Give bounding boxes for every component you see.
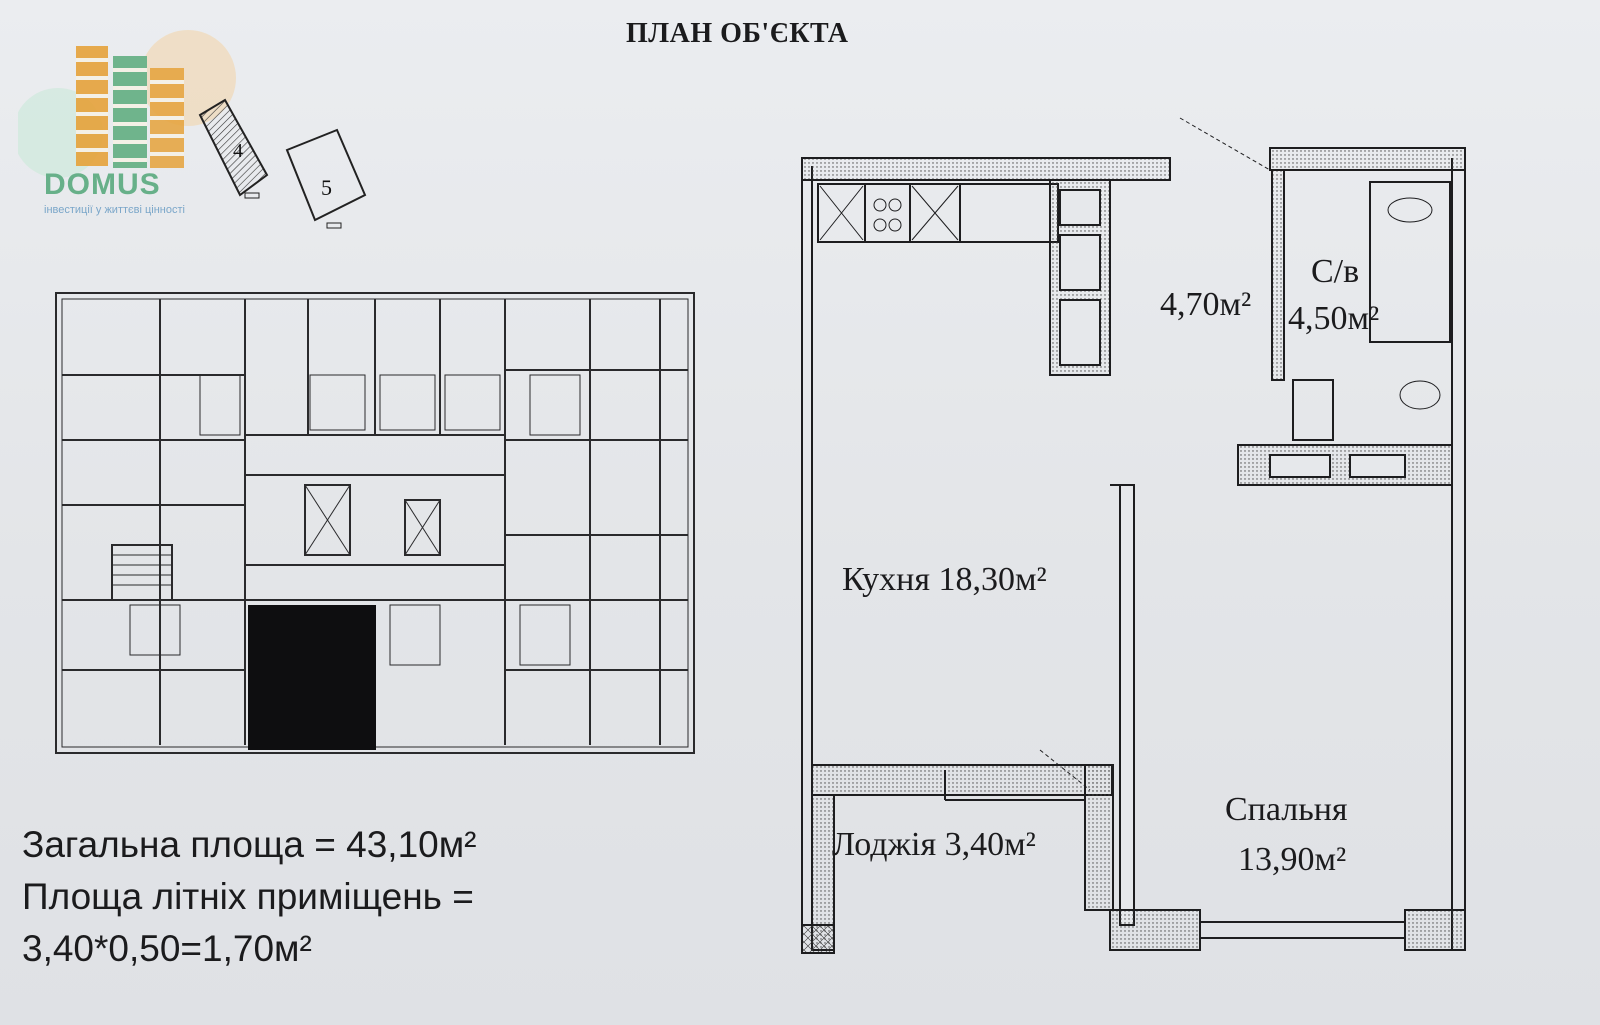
section-4-label: 4: [233, 140, 243, 162]
bedroom-area-label: 13,90м²: [1238, 841, 1347, 878]
loggia-label: Лоджія 3,40м²: [832, 826, 1036, 863]
apartment-plan: 4,70м² С/в 4,50м² Кухня 18,30м² Лоджія 3…: [780, 110, 1540, 990]
logo-wordmark: DOMUS: [44, 168, 161, 201]
logo-tagline: інвестиції у життєві цінності: [44, 204, 185, 216]
total-area-text: Загальна площа = 43,10м²: [22, 824, 477, 865]
bedroom-name-label: Спальня: [1225, 791, 1348, 828]
section-5-label: 5: [321, 175, 332, 200]
buildings-logo-icon: [18, 30, 236, 178]
apartment-drawing: [801, 117, 1466, 954]
hall-area-label: 4,70м²: [1160, 286, 1252, 323]
document-title: ПЛАН ОБ'ЄКТА: [626, 18, 849, 49]
bathroom-area-label: 4,50м²: [1288, 300, 1380, 337]
bathroom-name-label: С/в: [1311, 253, 1360, 290]
kitchen-label: Кухня 18,30м²: [842, 561, 1047, 598]
summer-area-label: Площа літніх приміщень =: [22, 876, 474, 917]
summer-area-calculation: 3,40*0,50=1,70м²: [22, 928, 312, 969]
key-plan: 4 5: [198, 98, 367, 229]
floor-plan: [55, 292, 695, 754]
